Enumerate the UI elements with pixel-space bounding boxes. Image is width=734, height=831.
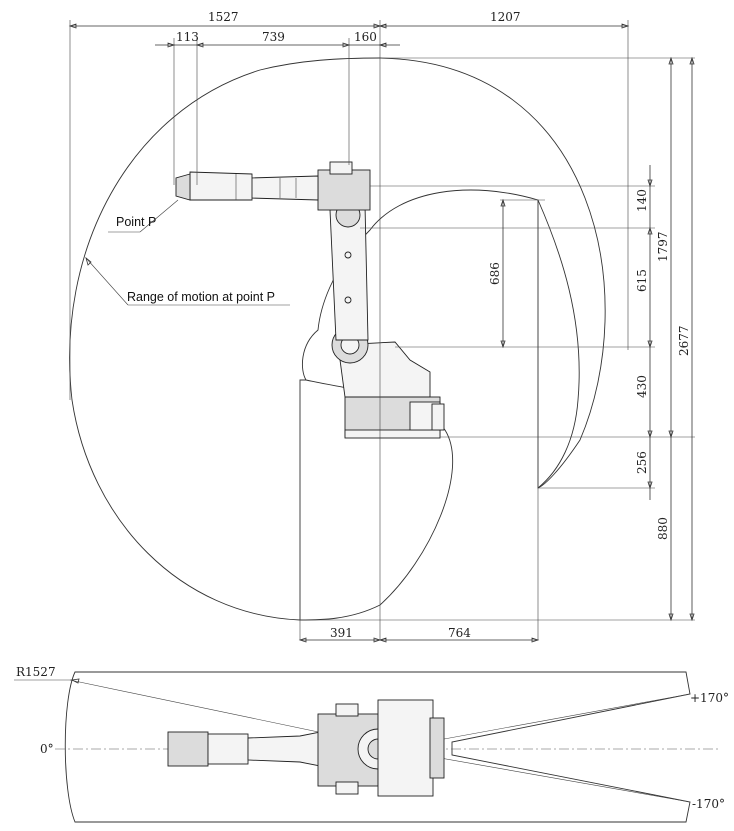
dim-160: 160 xyxy=(354,30,377,44)
dim-686: 686 xyxy=(488,262,502,285)
top-view: R1527 0° +170° -170° xyxy=(14,665,729,823)
dim-1527: 1527 xyxy=(208,10,239,24)
dim-1797: 1797 xyxy=(656,231,670,262)
top-radius-label: R1527 xyxy=(16,665,56,679)
top-robot-wrist xyxy=(207,733,249,765)
top-robot-motor-2 xyxy=(335,781,359,795)
motion-envelope-inner xyxy=(537,199,580,489)
top-robot-base xyxy=(377,699,434,797)
dim-arrows-right xyxy=(500,56,695,622)
top-robot-end xyxy=(167,731,209,767)
dim-391: 391 xyxy=(330,626,353,640)
side-view: 1527 1207 113 739 160 140 615 430 256 88… xyxy=(68,10,695,643)
robot-end-effector xyxy=(175,173,191,201)
dim-764: 764 xyxy=(448,626,471,640)
dim-113: 113 xyxy=(176,30,199,44)
robot-wrist xyxy=(189,171,253,201)
robot-base-connector-2 xyxy=(431,403,445,431)
robot-arm-hole-1 xyxy=(344,251,352,259)
dim-256: 256 xyxy=(635,451,649,474)
dim-140: 140 xyxy=(635,189,649,212)
dim-arrows-bottom xyxy=(298,637,540,643)
dim-2677: 2677 xyxy=(677,325,691,356)
robot-arm-hole-2 xyxy=(344,296,352,304)
motion-envelope-outer xyxy=(69,57,606,621)
top-angle-zero: 0° xyxy=(40,742,54,756)
top-robot-forearm xyxy=(247,731,321,767)
label-range: Range of motion at point P xyxy=(127,290,275,304)
robot-motor-top xyxy=(329,161,353,175)
robot-upper-arm-housing xyxy=(317,169,371,211)
dim-1207: 1207 xyxy=(490,10,521,24)
top-envelope-sector xyxy=(64,671,691,823)
leader-range xyxy=(85,257,129,306)
robot-forearm xyxy=(249,175,319,201)
top-angle-plus: +170° xyxy=(690,691,729,705)
dim-615: 615 xyxy=(635,269,649,292)
top-robot-motor xyxy=(335,703,359,717)
dim-880: 880 xyxy=(656,517,670,540)
label-point-p: Point P xyxy=(116,215,156,229)
top-angle-minus: -170° xyxy=(692,797,725,811)
robot-base-plate xyxy=(344,429,441,439)
leader-point-p xyxy=(139,199,179,233)
top-radius-arrow xyxy=(70,678,80,684)
dim-739: 739 xyxy=(262,30,285,44)
dim-arrows-top xyxy=(68,23,630,48)
top-robot-base-conn xyxy=(429,717,445,779)
dim-430: 430 xyxy=(635,375,649,398)
leader-range-arrow xyxy=(85,256,92,266)
